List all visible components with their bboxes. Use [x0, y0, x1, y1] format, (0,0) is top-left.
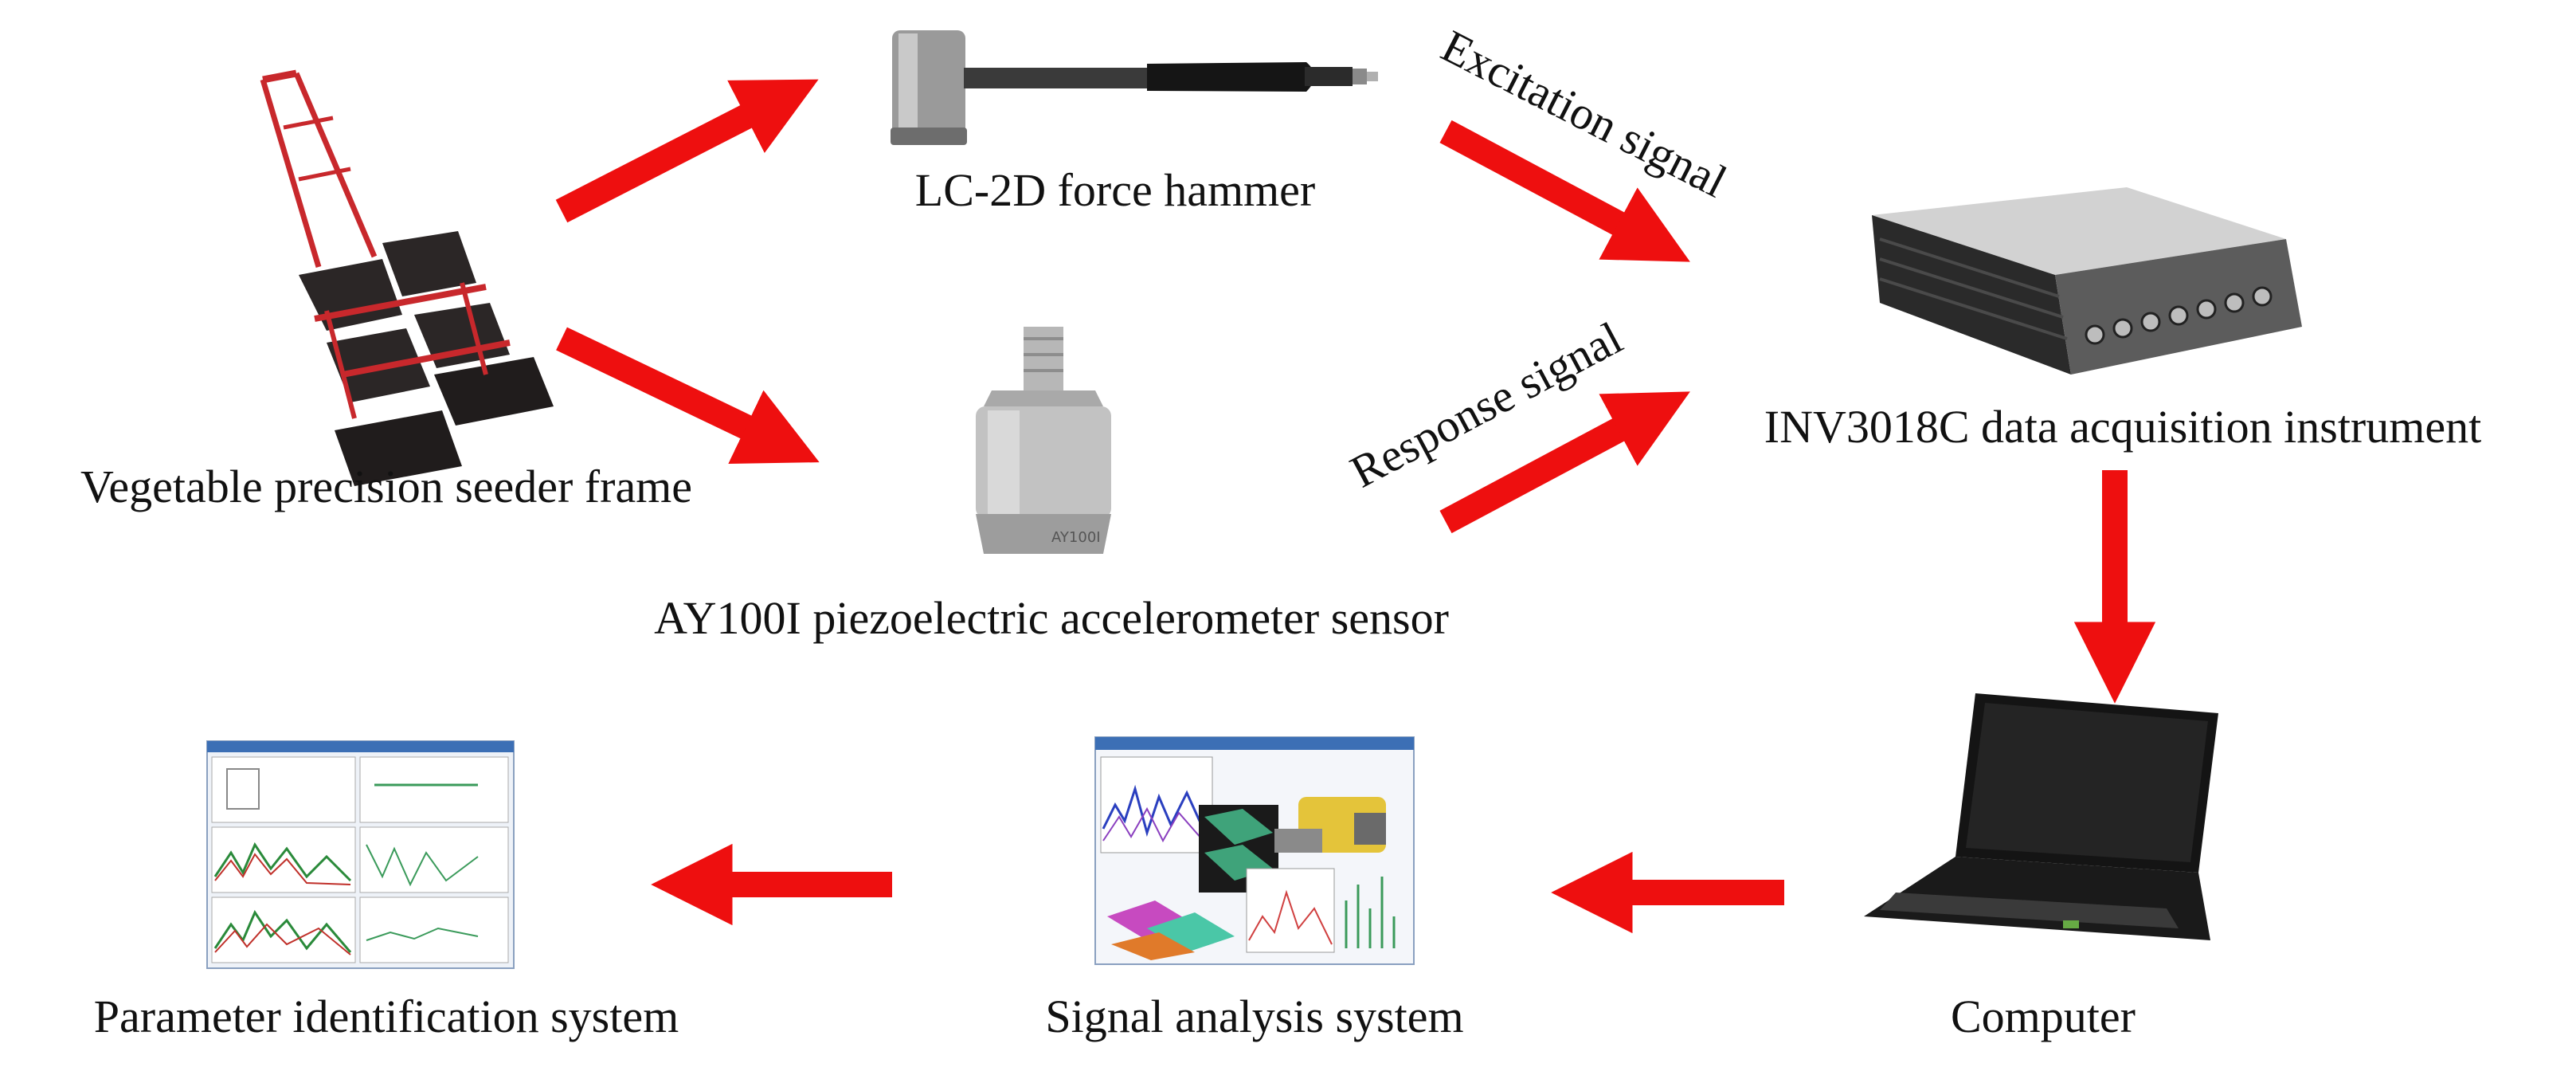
response-signal-label: Response signal [1342, 312, 1631, 498]
svg-text:AY100I: AY100I [1051, 529, 1101, 546]
arrow-frame-to-sensor [556, 327, 820, 465]
signal-analysis-screenshot [1094, 736, 1415, 965]
arrow-excitation [1439, 120, 1690, 262]
parameter-identification-screenshot [206, 740, 515, 969]
excitation-signal-label: Excitation signal [1434, 20, 1735, 208]
laptop-photo [1864, 693, 2218, 940]
daq-label: INV3018C data acquisition instrument [1764, 401, 2481, 453]
arrow-frame-to-hammer [555, 79, 819, 223]
signal-analysis-label: Signal analysis system [1045, 991, 1463, 1042]
seeder-frame-photo [260, 69, 554, 486]
accelerometer-label: AY100I piezoelectric accelerometer senso… [654, 592, 1449, 644]
seeder-frame-label: Vegetable precision seeder frame [80, 461, 692, 512]
computer-label: Computer [1951, 991, 2136, 1042]
daq-instrument-photo [1872, 187, 2302, 375]
force-hammer-label: LC-2D force hammer [915, 164, 1315, 216]
parameter-id-label: Parameter identification system [94, 991, 679, 1042]
arrow-response [1439, 391, 1690, 534]
accelerometer-photo: AY100I [976, 327, 1111, 554]
force-hammer-photo [891, 30, 1378, 145]
